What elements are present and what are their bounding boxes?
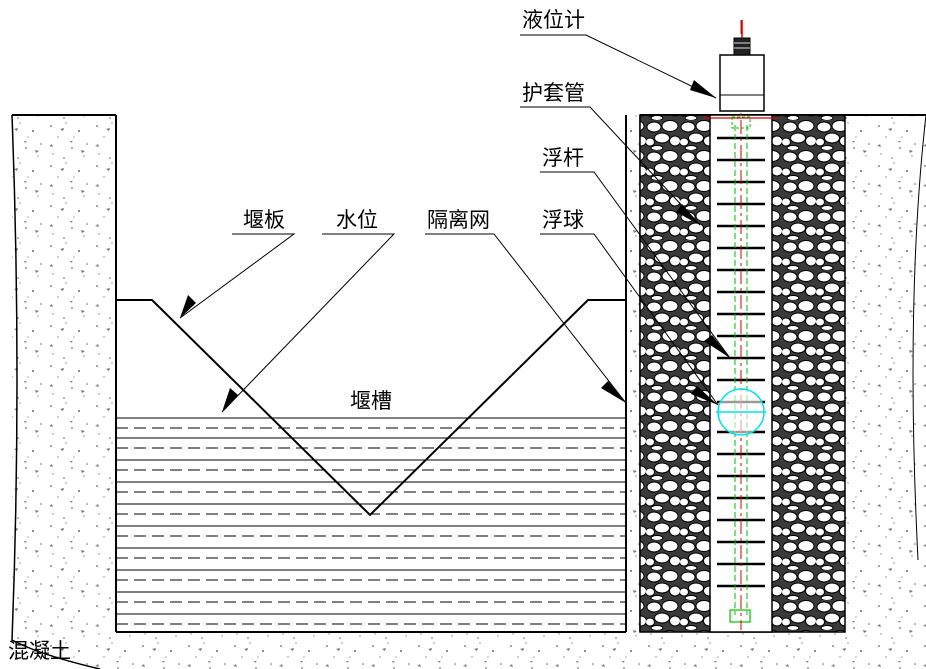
concrete-body	[12, 115, 926, 669]
level-meter-body	[719, 54, 765, 112]
label-protective-casing: 护套管	[522, 81, 585, 105]
label-weir-plate: 堰板	[243, 208, 285, 232]
label-liquid-level-meter: 液位计	[522, 8, 585, 32]
label-float-rod: 浮杆	[542, 146, 584, 170]
label-concrete: 混凝土	[8, 639, 71, 663]
arrowheads	[180, 80, 730, 412]
label-water-level: 水位	[336, 208, 378, 232]
leaders	[179, 34, 731, 413]
water-body	[116, 417, 626, 625]
label-weir-channel: 堰槽	[350, 389, 392, 413]
rod-bottom-weight	[729, 609, 751, 623]
label-isolation-mesh: 隔离网	[427, 208, 490, 232]
concrete-outline	[11, 114, 101, 669]
label-float-ball: 浮球	[542, 208, 584, 232]
weir-plate	[116, 299, 626, 517]
concrete-right-edge	[912, 114, 926, 561]
level-meter-connector	[733, 37, 751, 56]
